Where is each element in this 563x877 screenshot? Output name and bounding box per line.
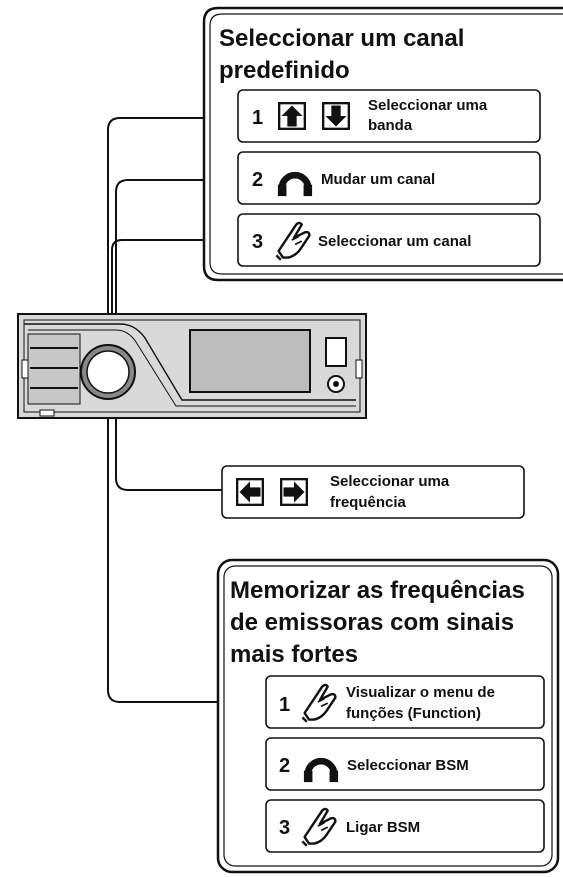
step-label-line-1: Ligar BSM — [346, 819, 420, 836]
middle-label-line-2: frequência — [330, 494, 407, 511]
step-number: 3 — [252, 231, 263, 253]
car-stereo-device — [17, 313, 367, 419]
panel-top-step-2: 2 Mudar um canal — [237, 151, 541, 205]
panel-bottom-step-2: 2 Seleccionar BSM — [265, 737, 545, 791]
step-label-line-2: funções (Function) — [346, 705, 481, 722]
arrow-down-icon — [322, 102, 350, 130]
arrow-up-icon — [278, 102, 306, 130]
panel-bottom-step-3: 3 Ligar BSM — [265, 799, 545, 853]
step-label-line-1: Seleccionar um canal — [318, 233, 471, 250]
step-number: 3 — [279, 817, 290, 839]
middle-label-line-1: Seleccionar uma — [330, 473, 450, 490]
frequency-select-box: Seleccionar uma frequência — [221, 465, 525, 519]
panel-bottom-title-line-3: mais fortes — [230, 641, 358, 668]
panel-bottom-step-1: 1 Visualizar o menu de funções (Function… — [265, 675, 545, 729]
arrow-right-icon — [280, 478, 308, 506]
step-number: 2 — [252, 169, 263, 191]
panel-bottom: Memorizar as frequências de emissoras co… — [216, 558, 560, 874]
step-label-line-1: Mudar um canal — [321, 171, 435, 188]
step-label-line-1: Seleccionar BSM — [347, 757, 469, 774]
panel-top: Seleccionar um canal predefinido 1 Selec… — [202, 6, 563, 282]
panel-bottom-title-line-1: Memorizar as frequências — [230, 577, 525, 604]
connector-step-3-top — [111, 239, 238, 330]
device-display — [189, 329, 311, 393]
step-number: 2 — [279, 755, 290, 777]
arrow-left-icon — [236, 478, 264, 506]
step-label-line-1: Seleccionar uma — [368, 97, 488, 114]
panel-top-title-line-2: predefinido — [219, 57, 350, 84]
panel-top-step-3: 3 Seleccionar um canal — [237, 213, 541, 267]
panel-bottom-title-line-2: de emissoras com sinais — [230, 609, 514, 636]
step-label-line-2: banda — [368, 117, 413, 134]
step-label-line-1: Visualizar o menu de — [346, 684, 495, 701]
step-number: 1 — [252, 107, 263, 129]
step-number: 1 — [279, 694, 290, 716]
panel-top-step-1: 1 Seleccionar uma banda — [237, 89, 541, 143]
panel-top-title-line-1: Seleccionar um canal — [219, 25, 464, 52]
